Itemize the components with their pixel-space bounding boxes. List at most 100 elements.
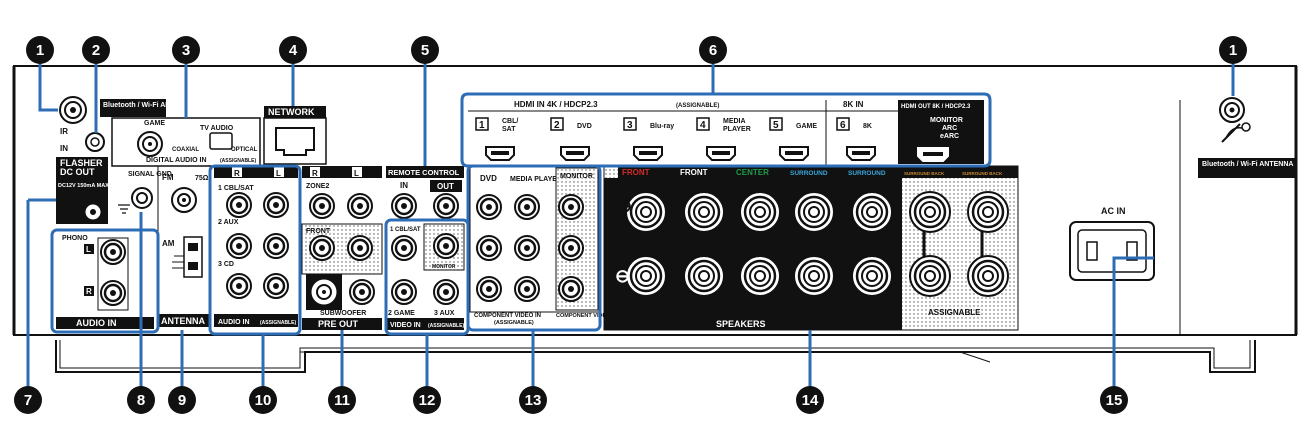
game-label: GAME <box>144 120 165 127</box>
callout-number: 10 <box>255 392 272 409</box>
digital-audio-in[interactable]: GAME TV AUDIO COAXIAL OPTICAL DIGITAL AU… <box>111 117 261 167</box>
callout-number: 6 <box>709 42 717 59</box>
callout-8: 8 <box>127 386 155 414</box>
hdmi-in-label: HDMI IN 4K / HDCP2.3 <box>514 100 598 109</box>
speaker-post[interactable] <box>908 190 952 234</box>
callout-circle <box>411 36 439 64</box>
callout-number: 14 <box>802 392 819 409</box>
callout-number: 11 <box>334 392 350 409</box>
callout-number: 15 <box>1106 392 1123 409</box>
phono-label: PHONO <box>62 235 88 242</box>
speakers-assignable-label: ASSIGNABLE <box>928 308 981 317</box>
callout-15: 15 <box>1100 386 1128 414</box>
pre-out[interactable]: R L ZONE2 FRONT SUBWOOFER PRE OUT <box>301 166 383 330</box>
callout-number: 5 <box>421 42 429 59</box>
hdmi-input-number-box <box>550 117 564 131</box>
hdmi-earc-label: eARC <box>940 133 959 140</box>
callout-number: 1 <box>36 42 44 59</box>
callout-7: 7 <box>14 386 42 414</box>
remote-control[interactable]: REMOTE CONTROL IN OUT <box>386 166 464 220</box>
am-label: AM <box>162 239 175 248</box>
callout-number: 7 <box>24 392 32 409</box>
antenna-terminals[interactable]: FM 75Ω AM ANTENNA <box>157 165 211 327</box>
callout-number: 3 <box>182 42 190 59</box>
hdmi-out-label: HDMI OUT 8K / HDCP2.3 <box>901 104 971 110</box>
dc-spec-label: DC12V 150mA MAX. <box>58 183 111 189</box>
callout-1: 1 <box>26 36 54 64</box>
speaker-post[interactable] <box>792 254 836 298</box>
callout-circle <box>14 386 42 414</box>
callout-circle <box>168 386 196 414</box>
hdmi-input-port[interactable] <box>706 146 736 161</box>
zone2-label: ZONE2 <box>306 183 329 190</box>
audio-aux-label: 2 AUX <box>218 219 239 226</box>
hdmi-assignable-label: (ASSIGNABLE) <box>676 103 719 109</box>
callout-circle <box>279 36 307 64</box>
speaker-post[interactable] <box>738 190 782 234</box>
callout-12: 12 <box>413 386 441 414</box>
video-in[interactable]: 1 CBL/SAT MONITOR 2 GAME 3 AUX VIDEO IN … <box>386 223 465 330</box>
video-in-label: VIDEO IN <box>390 322 421 329</box>
hdmi-input-port[interactable] <box>779 146 809 161</box>
hdmi-input-name: SAT <box>502 126 516 133</box>
speaker-post[interactable] <box>908 254 952 298</box>
speaker-post[interactable] <box>624 254 668 298</box>
hdmi-arc-label: ARC <box>942 125 957 132</box>
hdmi-input-number: 3 <box>627 120 633 131</box>
component-video[interactable]: DVD MEDIA PLAYER MONITOR COMPONENT VIDEO… <box>469 165 624 326</box>
digital-audio-in-label: DIGITAL AUDIO IN <box>146 157 207 164</box>
network-port[interactable]: NETWORK <box>263 106 327 165</box>
hdmi-input-number: 6 <box>840 120 846 131</box>
hdmi-out-port[interactable] <box>917 147 949 162</box>
speaker-post[interactable] <box>966 190 1010 234</box>
chassis <box>12 65 1298 373</box>
hdmi-input-port[interactable] <box>560 146 590 161</box>
speaker-post[interactable] <box>792 190 836 234</box>
hdmi-input-name: PLAYER <box>723 126 751 133</box>
signal-gnd-label: SIGNAL GND <box>128 171 172 178</box>
speaker-post[interactable] <box>850 254 894 298</box>
bt-antenna-left[interactable]: Bluetooth / Wi-Fi ANTENNA <box>59 96 194 124</box>
hdmi-input-port[interactable] <box>846 146 876 161</box>
audio-in-assignable-small: (ASSIGNABLE) <box>260 320 296 326</box>
minus-icon: ⊖ <box>615 266 630 286</box>
video-in-assignable: (ASSIGNABLE) <box>428 323 464 329</box>
hdmi-section: HDMI IN 4K / HDCP2.3 (ASSIGNABLE) 8K IN … <box>468 100 984 165</box>
hdmi-input-port[interactable] <box>633 146 663 161</box>
audio-in-assignable[interactable]: R L 1 CBL/SAT 2 AUX 3 CD AUDIO IN (ASSIG… <box>214 166 298 327</box>
rc-out-label: OUT <box>437 182 454 191</box>
speaker-post[interactable] <box>738 254 782 298</box>
hdmi-input-number-box <box>475 117 489 131</box>
signal-gnd[interactable]: SIGNAL GND <box>118 171 172 214</box>
speaker-post[interactable] <box>682 254 726 298</box>
hdmi-input-number: 4 <box>700 120 706 131</box>
speaker-terminals[interactable]: FRONT FRONT CENTER SURROUND SURROUND SUR… <box>603 165 1019 331</box>
callout-10: 10 <box>249 386 277 414</box>
pre-out-label: PRE OUT <box>318 319 359 329</box>
phono-input[interactable]: PHONO L R AUDIO IN <box>56 235 154 329</box>
speaker-post[interactable] <box>682 190 726 234</box>
eight-k-in-label: 8K IN <box>843 100 864 109</box>
comp-monitor-label: MONITOR <box>560 173 593 180</box>
speaker-post[interactable] <box>850 190 894 234</box>
spk-front-l-label: FRONT <box>680 168 708 177</box>
speaker-post[interactable] <box>966 254 1010 298</box>
callout-circle <box>796 386 824 414</box>
callout-number: 12 <box>419 392 436 409</box>
bt-antenna-right[interactable]: Bluetooth / Wi-Fi ANTENNA <box>1198 97 1296 178</box>
audio-in-assignable-label: AUDIO IN <box>218 319 250 326</box>
comp-in-assignable: (ASSIGNABLE) <box>494 320 534 326</box>
audio-cbl-label: 1 CBL/SAT <box>218 185 254 192</box>
hdmi-input-port[interactable] <box>485 146 515 161</box>
ir-flasher[interactable]: IR IN FLASHER <box>56 127 108 169</box>
fm-label: FM <box>162 173 174 182</box>
ac-in[interactable]: AC IN <box>1069 206 1155 281</box>
dc-out[interactable]: DC OUT DC12V 150mA MAX. <box>56 166 111 224</box>
subwoofer-label: SUBWOOFER <box>320 310 366 317</box>
